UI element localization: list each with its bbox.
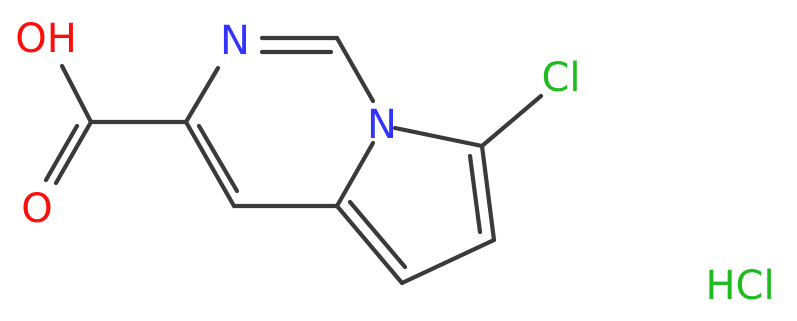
- bond-c7-c6-inner: [467, 153, 483, 235]
- hydroxyl-label: OH: [15, 16, 77, 62]
- bond-carbonyl-outer: [53, 119, 94, 186]
- bond-c7-cl: [479, 93, 544, 149]
- bond-carbonyl-inner: [43, 123, 80, 183]
- bond-c4-c3-outer: [183, 119, 237, 209]
- pyrimidine-nitrogen-label: N: [220, 18, 250, 64]
- bond-c1-n8: [334, 35, 376, 104]
- bond-c5-c8a-outer: [334, 203, 405, 286]
- bond-c7-c6-outer: [479, 143, 497, 243]
- bridgehead-nitrogen-label: N: [367, 102, 397, 148]
- bond-n8-c7: [392, 125, 485, 149]
- bond-c6-c5: [399, 237, 497, 286]
- bond-c4-c3-inner: [196, 123, 240, 194]
- carbonyl-oxygen-label: O: [21, 186, 52, 232]
- bond-c5-c8a-inner: [347, 199, 408, 270]
- hcl-salt-label: HCl: [705, 263, 774, 309]
- bond-c3-n2: [183, 65, 221, 125]
- chlorine-label: Cl: [541, 55, 580, 101]
- bond-oh-carboxyl-carbon: [59, 63, 94, 125]
- bond-n8-c8a: [334, 140, 376, 209]
